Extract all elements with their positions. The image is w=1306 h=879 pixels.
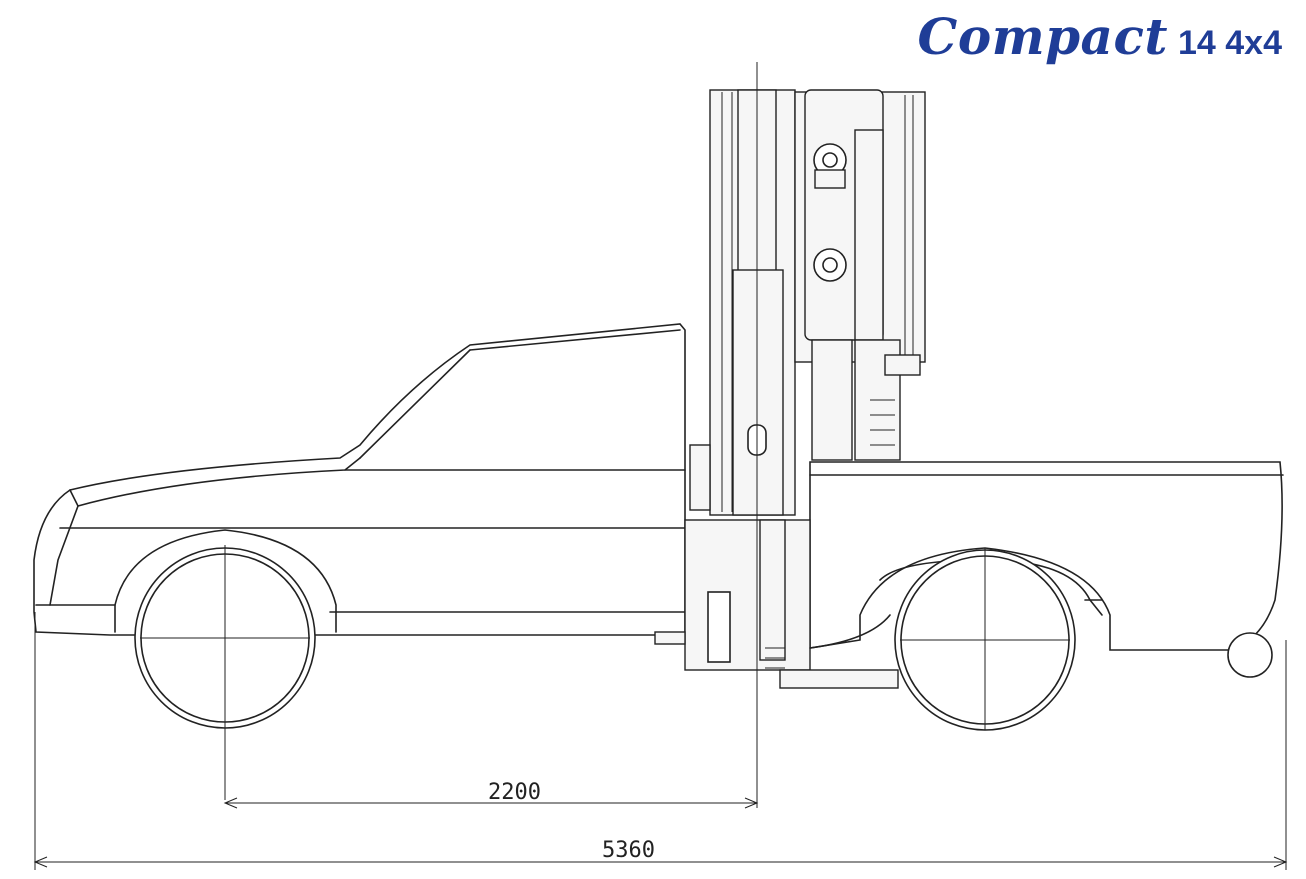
model-variant: 14 4x4 [1178, 24, 1282, 62]
dim-label-overall-length: 5360 [602, 838, 655, 863]
dimension-lines [33, 612, 1288, 870]
rear-bed [809, 461, 1284, 678]
cab-body [33, 323, 686, 636]
rear-wheel [894, 548, 1076, 731]
front-wheel [134, 545, 316, 800]
dim-label-wheel-to-mast: 2200 [488, 780, 541, 805]
model-name: Compact [917, 7, 1168, 66]
crane-mast [654, 89, 926, 689]
